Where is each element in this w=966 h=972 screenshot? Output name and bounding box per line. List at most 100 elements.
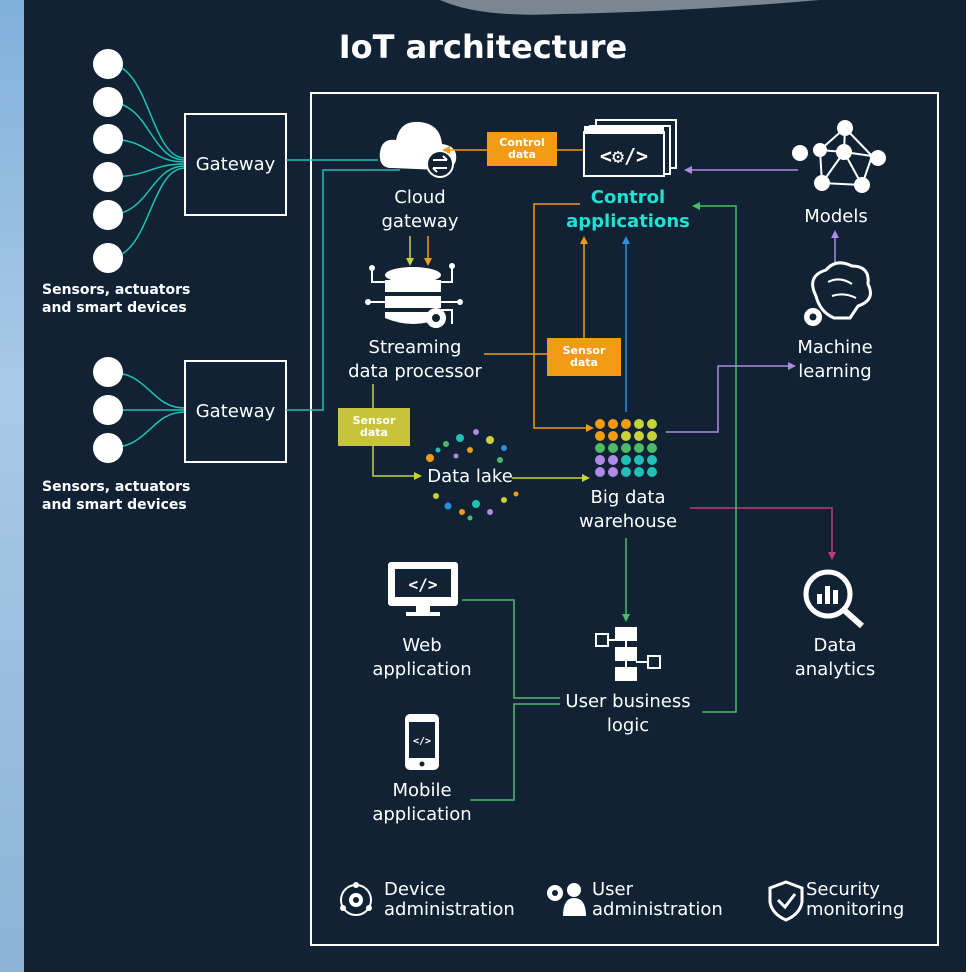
svg-text:<⚙/>: <⚙/> [600, 144, 648, 168]
grid-dot [647, 419, 657, 429]
grid-dot [647, 431, 657, 441]
label-line: Device [384, 879, 446, 900]
device-node-icon [93, 395, 123, 425]
label-line: administration [384, 899, 515, 920]
tag-line: data [508, 148, 536, 161]
arrowhead [442, 146, 450, 154]
tag-line: Sensor [562, 344, 606, 357]
device-node-icon [93, 243, 123, 273]
device-label-line: and smart devices [42, 497, 187, 513]
mobile-ubl-flow [470, 703, 560, 801]
device-node-icon [93, 49, 123, 79]
grid-dot [634, 467, 644, 477]
grid-dot [608, 467, 618, 477]
grid-dot [647, 455, 657, 465]
device-admin-label: Device administration [384, 880, 524, 920]
mobile-app-label: Mobile application [362, 779, 482, 827]
brain-gear-icon [804, 261, 872, 326]
magnifier-chart-icon [803, 569, 864, 629]
label-line: data processor [348, 361, 482, 382]
background-image-fragment [440, 0, 820, 15]
analytics-label: Data analytics [780, 634, 890, 682]
grid-dot [634, 431, 644, 441]
grid-dot [647, 443, 657, 453]
label-line: gateway [381, 211, 459, 232]
label-line: Cloud [394, 187, 446, 208]
grid-dot [621, 443, 631, 453]
network-model-icon [792, 120, 886, 193]
label-line: User [592, 879, 634, 900]
arrowhead [622, 236, 630, 244]
grid-dot [647, 467, 657, 477]
cloud-gateway-label: Cloud gateway [360, 186, 480, 234]
device-node-icon [93, 87, 123, 117]
page-title: IoT architecture [338, 28, 628, 66]
device-node-icon [93, 162, 123, 192]
grid-dot [608, 443, 618, 453]
web-app-label: Web application [362, 634, 482, 682]
arrowhead [684, 166, 692, 174]
security-label: Security monitoring [806, 880, 926, 920]
grid-dot [595, 419, 605, 429]
grid-dot [608, 455, 618, 465]
grid-dot [634, 419, 644, 429]
tag-line: data [360, 426, 388, 439]
warehouse-analytics-flow [690, 507, 833, 552]
user-admin-label: User administration [592, 880, 732, 920]
label-line: application [372, 804, 472, 825]
phone-code-icon: </> [405, 714, 439, 770]
web-ubl-flow [462, 599, 560, 699]
platform-border [310, 92, 939, 946]
device-group-label-bottom: Sensors, actuators and smart devices [42, 478, 202, 514]
label-line: warehouse [578, 511, 678, 532]
sensor-data-tag-orange-label: Sensor data [547, 338, 621, 376]
streaming-label: Streaming data processor [340, 336, 490, 384]
control-warehouse-flow [533, 203, 586, 429]
tag-line: Control [499, 136, 545, 149]
label-line: applications [566, 211, 690, 232]
label-line: Machine [797, 337, 873, 358]
label-line: Web [402, 635, 442, 656]
gateway-box-bottom [184, 360, 287, 463]
svg-text:</>: </> [413, 736, 431, 747]
label-line: application [372, 659, 472, 680]
label-line: Control [590, 187, 666, 208]
svg-text:</>: </> [409, 575, 438, 594]
device-label-line: and smart devices [42, 300, 187, 316]
label-line: Big data [590, 487, 666, 508]
device-node-icon [93, 357, 123, 387]
arrowhead [586, 424, 594, 432]
warehouse-ml-flow [666, 365, 788, 433]
gateway-label-top: Gateway [195, 154, 276, 175]
dot-cloud-icon [426, 429, 519, 521]
arrowhead [582, 474, 590, 482]
cloud-sync-icon [379, 121, 457, 178]
grid-dot [608, 419, 618, 429]
arrowhead [788, 362, 796, 370]
gateway-box-top [184, 113, 287, 216]
label-line: learning [798, 361, 872, 382]
flowchart-icon [595, 627, 661, 681]
device-node-icon [93, 200, 123, 230]
dot-grid-icon [595, 419, 657, 477]
label-line: User business [565, 691, 691, 712]
arrowhead [828, 552, 836, 560]
label-line: analytics [794, 659, 876, 680]
grid-dot [621, 431, 631, 441]
device-node-icon [93, 433, 123, 463]
grid-dot [608, 431, 618, 441]
models-label: Models [804, 206, 868, 227]
arrowhead [692, 202, 700, 210]
device-label-line: Sensors, actuators [42, 479, 191, 495]
data-lake-label: Data lake [427, 466, 513, 487]
grid-dot [595, 455, 605, 465]
label-line: administration [592, 899, 723, 920]
label-line: Security [806, 879, 880, 900]
control-apps-label: Control applications [556, 186, 700, 234]
control-data-tag [487, 132, 557, 166]
label-line: Data [813, 635, 857, 656]
code-window-icon: <⚙/> [583, 119, 677, 177]
grid-dot [595, 443, 605, 453]
arrowhead [580, 236, 588, 244]
